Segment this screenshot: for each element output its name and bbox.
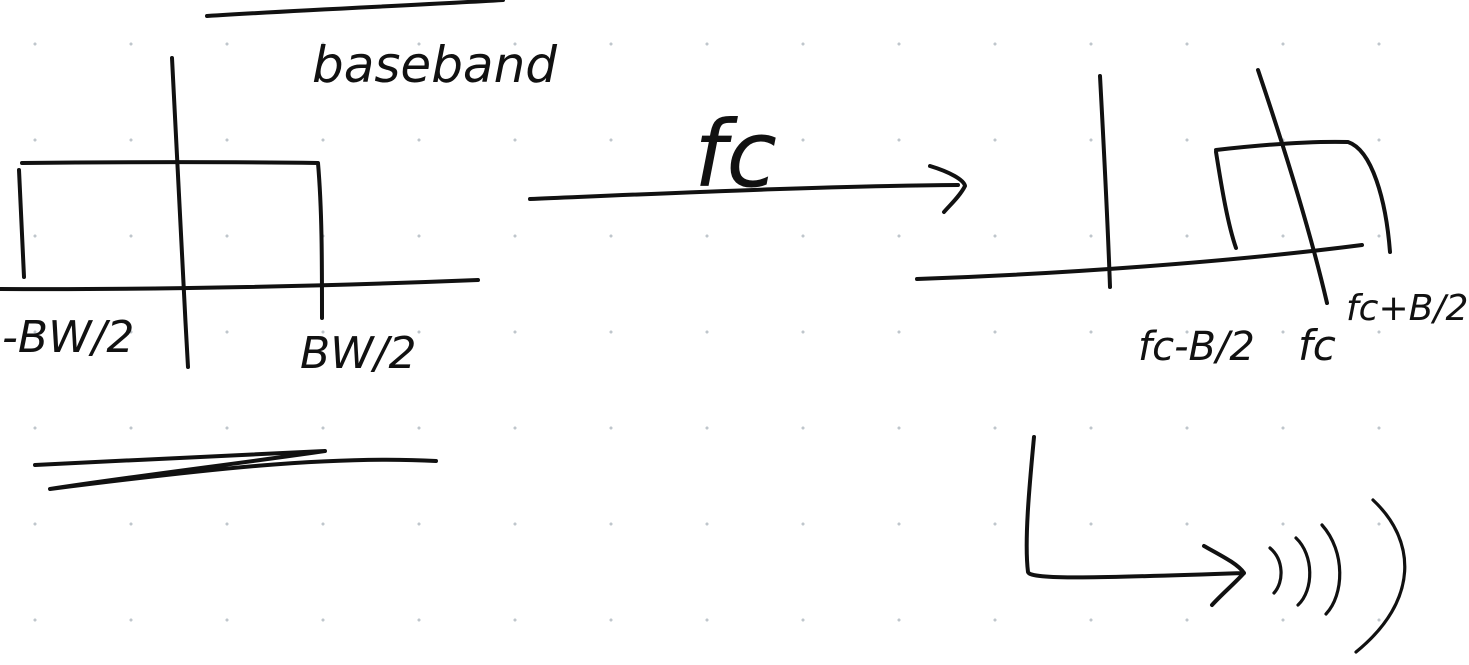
- pos-bw-half-label: BW/2: [300, 328, 417, 379]
- bottom-left-double-stroke: [33, 449, 438, 491]
- baseband-label: baseband: [312, 36, 557, 94]
- radio-wave-1: [1268, 546, 1283, 595]
- neg-bw-half-label: -BW/2: [2, 312, 134, 363]
- fc-minus-b-half-label: fc-B/2: [1138, 324, 1255, 370]
- baseband-rectangle: [17, 160, 324, 320]
- top-underline-stroke: [205, 0, 505, 18]
- transmit-arrow: [1024, 435, 1246, 607]
- left-vertical-axis: [170, 56, 190, 369]
- radio-wave-3: [1320, 523, 1342, 616]
- modulation-arrow: [528, 164, 967, 214]
- right-vertical-axis: [1098, 74, 1112, 289]
- left-horizontal-axis: [0, 278, 480, 292]
- fc-center-label: fc: [1298, 321, 1336, 370]
- passband-rectangle: [1214, 139, 1392, 254]
- radio-wave-4: [1354, 498, 1407, 654]
- fc-plus-b-half-label: fc+B/2: [1346, 288, 1468, 329]
- radio-wave-2: [1294, 536, 1312, 607]
- right-horizontal-axis: [915, 243, 1364, 281]
- carrier-center-line: [1256, 68, 1329, 305]
